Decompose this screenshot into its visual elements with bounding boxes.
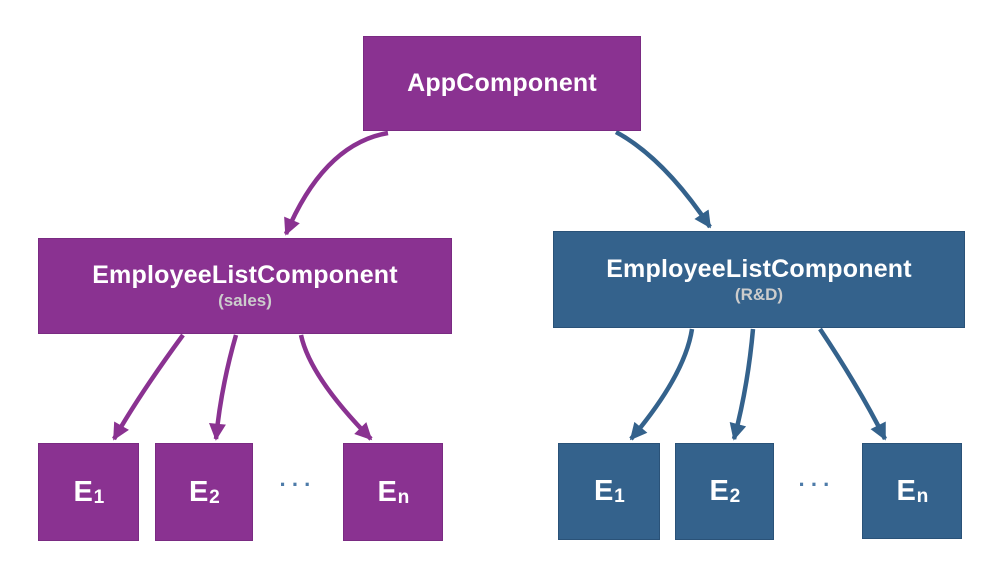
node-sales-employee-2: E2 [155, 443, 253, 541]
edge-rnd-to-e1 [629, 328, 695, 441]
ellipsis-rnd: ··· [798, 472, 836, 497]
node-rnd-sublabel: (R&D) [734, 284, 784, 304]
edge-sales-to-en [298, 334, 373, 441]
employee-subscript: n [397, 486, 410, 508]
node-sales-employee-1: E1 [38, 443, 139, 541]
edge-rnd-to-en [818, 327, 888, 441]
node-rnd-employee-1: E1 [558, 443, 660, 540]
employee-subscript: 2 [729, 486, 741, 508]
employee-base: E [709, 475, 729, 507]
edge-app-to-rnd [614, 130, 712, 229]
employee-label: E2 [709, 475, 741, 508]
employee-label: E2 [189, 475, 220, 509]
ellipsis-sales: ··· [279, 472, 317, 497]
node-employee-list-sales: EmployeeListComponent (sales) [38, 238, 452, 334]
employee-label: En [377, 475, 410, 509]
employee-base: E [73, 475, 93, 508]
employee-base: E [896, 474, 916, 507]
edge-sales-to-e2 [209, 334, 239, 441]
employee-subscript: 1 [93, 486, 105, 508]
employee-label: En [896, 474, 929, 508]
employee-subscript: n [916, 485, 929, 507]
employee-base: E [594, 475, 614, 507]
node-sales-sublabel: (sales) [218, 291, 272, 311]
node-rnd-label: EmployeeListComponent [606, 254, 912, 283]
node-employee-list-rnd: EmployeeListComponent (R&D) [553, 231, 965, 328]
employee-base: E [377, 475, 397, 508]
employee-base: E [189, 475, 209, 508]
node-rnd-employee-n: En [862, 443, 962, 539]
edge-rnd-to-e2 [729, 328, 756, 441]
node-rnd-employee-2: E2 [675, 443, 774, 540]
employee-label: E1 [594, 475, 625, 508]
employee-label: E1 [73, 475, 105, 509]
edge-sales-to-e1 [112, 333, 185, 441]
employee-subscript: 1 [614, 486, 625, 508]
node-app-label: AppComponent [407, 69, 597, 98]
node-app-component: AppComponent [363, 36, 641, 131]
employee-subscript: 2 [209, 486, 220, 508]
node-sales-employee-n: En [343, 443, 443, 541]
node-sales-label: EmployeeListComponent [92, 261, 398, 290]
edge-app-to-sales [283, 130, 389, 236]
